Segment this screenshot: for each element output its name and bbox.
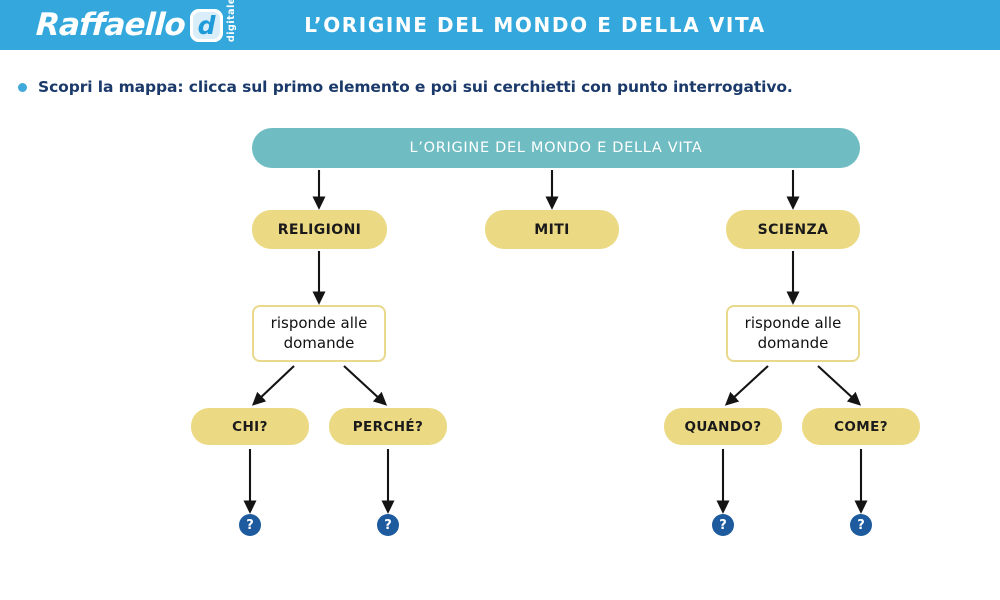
answer-box-line-1: risponde alle <box>744 314 842 333</box>
node-come[interactable]: COME? <box>802 408 920 445</box>
node-risponde-alle-domande-right: risponde alle domande <box>726 305 860 362</box>
answer-box-line-2: domande <box>283 333 355 352</box>
question-hotspot-chi[interactable]: ? <box>239 514 261 536</box>
node-scienza[interactable]: SCIENZA <box>726 210 860 249</box>
node-chi[interactable]: CHI? <box>191 408 309 445</box>
logo-badge-inner <box>193 11 221 39</box>
instruction-line: Scopri la mappa: clicca sul primo elemen… <box>18 78 793 96</box>
raffaello-digitale-logo: Raffaello d digitale <box>35 0 237 46</box>
answer-box-line-1: risponde alle <box>270 314 368 333</box>
node-miti[interactable]: MITI <box>485 210 619 249</box>
logo-d-badge-icon: d <box>190 8 224 42</box>
answer-box-line-2: domande <box>757 333 829 352</box>
question-hotspot-come[interactable]: ? <box>850 514 872 536</box>
bullet-icon <box>18 82 27 92</box>
page-title: L’ORIGINE DEL MONDO E DELLA VITA <box>304 13 766 37</box>
instruction-text: Scopri la mappa: clicca sul primo elemen… <box>38 78 793 96</box>
node-quando[interactable]: QUANDO? <box>664 408 782 445</box>
app-header: Raffaello d digitale L’ORIGINE DEL MONDO… <box>0 0 1000 50</box>
node-root[interactable]: L’ORIGINE DEL MONDO E DELLA VITA <box>252 128 860 168</box>
node-perche[interactable]: PERCHÉ? <box>329 408 447 445</box>
question-hotspot-quando[interactable]: ? <box>712 514 734 536</box>
node-religioni[interactable]: RELIGIONI <box>252 210 387 249</box>
logo-badge-letter: d <box>197 10 216 40</box>
question-hotspot-perche[interactable]: ? <box>377 514 399 536</box>
node-risponde-alle-domande-left: risponde alle domande <box>252 305 386 362</box>
